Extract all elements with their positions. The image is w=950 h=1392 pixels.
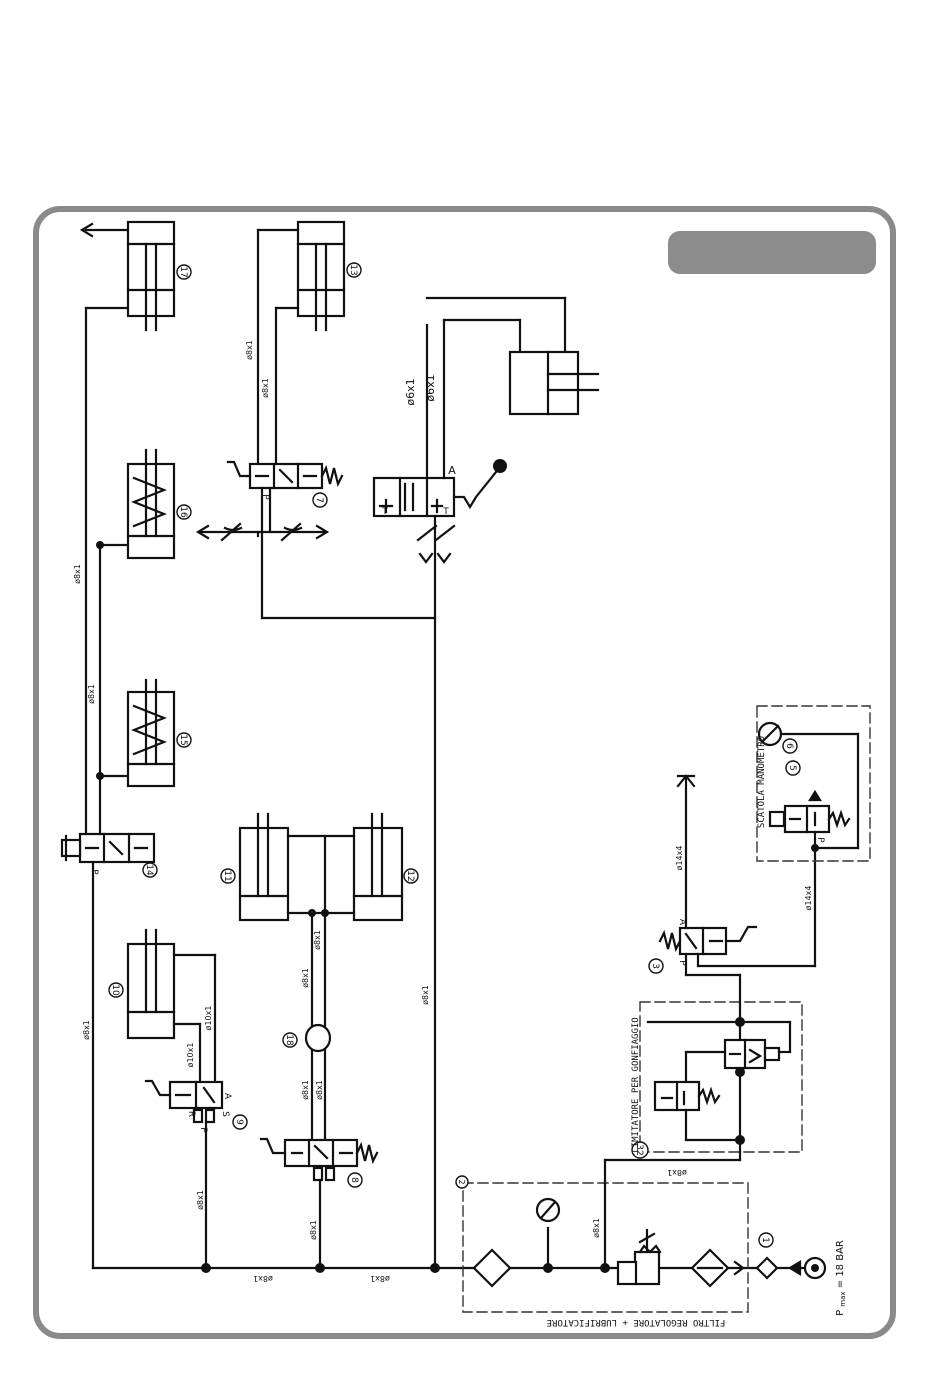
valve-7 bbox=[228, 462, 342, 618]
pipe-label: ø8x1 bbox=[667, 1168, 687, 1177]
pipe-label: ø6x1 bbox=[424, 374, 437, 401]
svg-text:11: 11 bbox=[222, 870, 232, 881]
pipe-label: ø8x1 bbox=[301, 968, 310, 988]
svg-text:18: 18 bbox=[284, 1034, 294, 1046]
pmax-note: P max = 18 BAR bbox=[835, 1240, 848, 1316]
pipe-label: ø10x1 bbox=[186, 1043, 195, 1068]
svg-text:9: 9 bbox=[234, 1119, 244, 1125]
pipe-label: ø8x1 bbox=[196, 1190, 205, 1210]
lever-cylinder bbox=[510, 352, 598, 414]
gauge-box-title: SCATOLA MANOMETRO bbox=[757, 736, 767, 828]
label-2: 2 bbox=[456, 1176, 468, 1188]
label-6: 6 bbox=[783, 739, 797, 753]
cylinder-16 bbox=[128, 450, 174, 558]
svg-text:3: 3 bbox=[650, 963, 660, 969]
pipe-label: ø8x1 bbox=[82, 1020, 91, 1040]
label-5: 5 bbox=[786, 761, 800, 775]
port-label: T bbox=[381, 507, 388, 517]
svg-text:14: 14 bbox=[144, 864, 154, 876]
svg-text:12: 12 bbox=[405, 870, 415, 881]
port-label: S bbox=[220, 1111, 230, 1117]
regulator-symbol bbox=[635, 1252, 659, 1284]
label-14: 14 bbox=[143, 863, 157, 877]
svg-text:16: 16 bbox=[178, 506, 188, 518]
pipe-label: ø14x4 bbox=[675, 846, 684, 871]
port-label: P bbox=[815, 837, 825, 843]
label-8: 8 bbox=[348, 1173, 362, 1187]
port-label: P bbox=[89, 869, 99, 875]
pipe-label: ø6x1 bbox=[404, 378, 417, 405]
pipe-label: ø14x4 bbox=[804, 886, 813, 911]
gauge-box bbox=[757, 706, 870, 861]
svg-text:P max = 18 BAR: P max = 18 BAR bbox=[835, 1240, 848, 1316]
label-12: 12 bbox=[404, 869, 418, 883]
pipe-label: ø8x1 bbox=[370, 1274, 390, 1283]
cylinder-17 bbox=[128, 222, 174, 330]
pipe-label: ø8x1 bbox=[261, 378, 270, 398]
label-18: 18 bbox=[283, 1033, 297, 1047]
filter-symbol bbox=[474, 1250, 510, 1286]
svg-text:15: 15 bbox=[178, 734, 188, 745]
label-9: 9 bbox=[233, 1115, 247, 1129]
frl-title: FILTRO REGOLATORE + LUBRIFICATORE bbox=[547, 1317, 726, 1327]
valve-8 bbox=[261, 1139, 377, 1268]
pipe-label: ø8x1 bbox=[87, 684, 96, 704]
label-15: 15 bbox=[177, 733, 191, 747]
port-label: P bbox=[198, 1127, 208, 1133]
label-17: 17 bbox=[177, 265, 191, 279]
limiter-dashed-box bbox=[640, 1002, 802, 1152]
svg-text:17: 17 bbox=[178, 266, 188, 277]
svg-text:5: 5 bbox=[787, 765, 797, 771]
header-badge bbox=[668, 231, 876, 274]
cylinder-10 bbox=[128, 930, 215, 1082]
svg-text:2: 2 bbox=[457, 1179, 466, 1184]
junction-dots bbox=[96, 459, 819, 1273]
pipe-label: ø8x1 bbox=[245, 340, 254, 360]
pipe-label: ø10x1 bbox=[204, 1006, 213, 1031]
svg-text:10: 10 bbox=[110, 984, 120, 996]
port-label: R bbox=[186, 1111, 196, 1117]
cylinder-11 bbox=[240, 814, 288, 920]
label-13: 13 bbox=[347, 263, 361, 277]
pipe-label: ø8x1 bbox=[253, 1274, 273, 1283]
svg-text:6: 6 bbox=[784, 743, 794, 749]
cylinder-13 bbox=[298, 222, 344, 330]
check-valve bbox=[757, 1258, 777, 1278]
port-label: P bbox=[260, 494, 270, 500]
pipe-label: ø8x1 bbox=[315, 1080, 324, 1100]
port-label: A bbox=[677, 919, 687, 926]
pmax-value: = 18 BAR bbox=[835, 1240, 846, 1288]
svg-text:7: 7 bbox=[314, 497, 324, 503]
port-label: P bbox=[677, 960, 687, 966]
port-label: T bbox=[442, 507, 449, 517]
label-1: 1 bbox=[759, 1233, 773, 1247]
pipe-label: ø8x1 bbox=[73, 564, 82, 584]
limiter-title: LIMITATORE PER GONFIAGGIO bbox=[631, 1017, 641, 1152]
flow-regulator-18 bbox=[306, 1025, 330, 1051]
svg-text:13: 13 bbox=[348, 264, 358, 275]
port-label: A bbox=[222, 1093, 232, 1100]
svg-text:8: 8 bbox=[349, 1177, 359, 1183]
label-3: 3 bbox=[649, 959, 663, 973]
port-label: A bbox=[448, 464, 456, 477]
cylinder-12 bbox=[354, 814, 402, 920]
label-16: 16 bbox=[177, 505, 191, 519]
valve-9 bbox=[146, 1081, 222, 1268]
pipe-label: ø8x1 bbox=[309, 1220, 318, 1240]
lever-valve bbox=[374, 320, 500, 1268]
svg-text:1: 1 bbox=[760, 1237, 770, 1243]
cylinder-15 bbox=[128, 680, 174, 786]
pipe-label: ø8x1 bbox=[301, 1080, 310, 1100]
label-11: 11 bbox=[221, 869, 235, 883]
label-7: 7 bbox=[313, 493, 327, 507]
pipe-label: ø8x1 bbox=[592, 1218, 601, 1238]
frl-unit bbox=[463, 1183, 825, 1312]
pmax-sub: max bbox=[839, 1291, 847, 1306]
valve-14 bbox=[62, 834, 154, 862]
pipe-label: ø8x1 bbox=[313, 930, 322, 950]
pmax-p: P bbox=[835, 1310, 846, 1316]
pipe-label: ø8x1 bbox=[421, 985, 430, 1005]
label-10: 10 bbox=[109, 983, 123, 997]
